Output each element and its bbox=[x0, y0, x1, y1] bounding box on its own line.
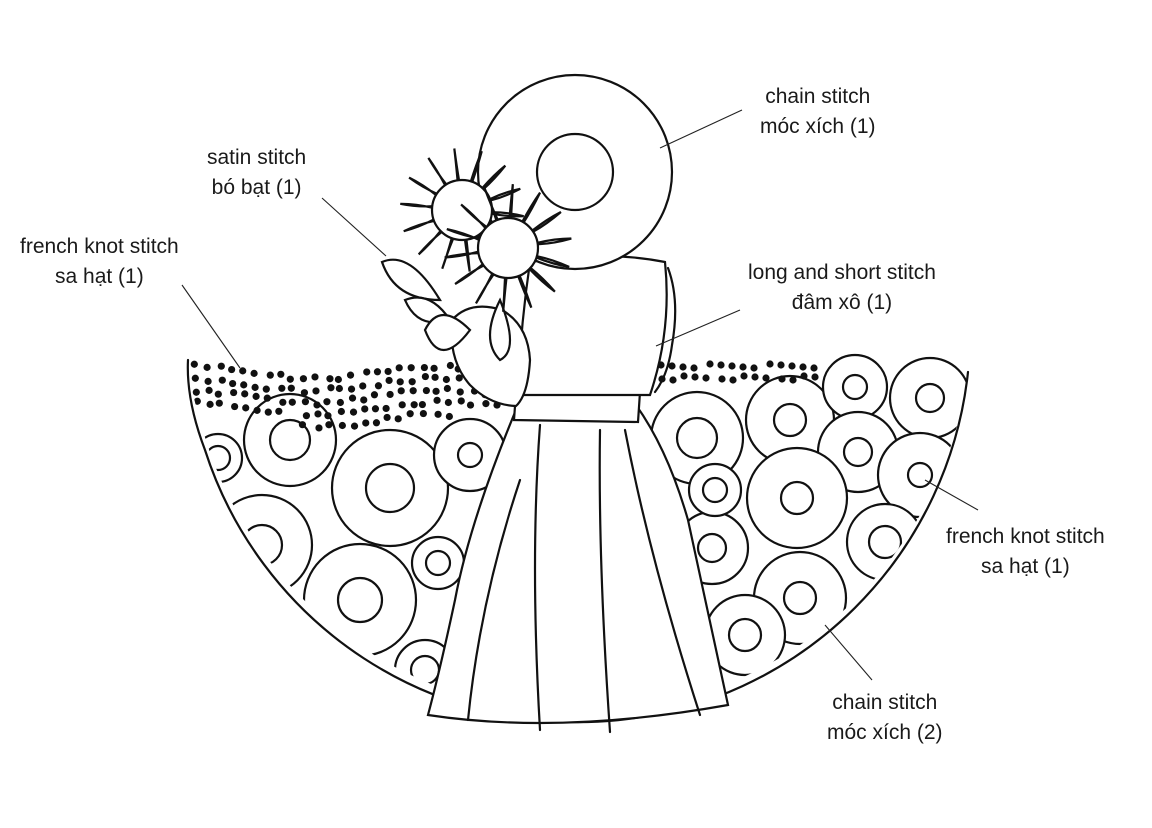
woman-figure bbox=[426, 73, 730, 734]
label-french-left-en: french knot stitch bbox=[20, 235, 179, 258]
label-french-knot-right: french knot stitch sa hạt (1) bbox=[946, 522, 1105, 582]
label-french-right-en: french knot stitch bbox=[946, 525, 1105, 548]
label-french-right-vi: sa hạt (1) bbox=[981, 555, 1070, 578]
label-chain-stitch-bottom: chain stitch móc xích (2) bbox=[827, 688, 943, 748]
label-long-short-en: long and short stitch bbox=[748, 261, 936, 284]
label-chain-top-vi: móc xích (1) bbox=[760, 115, 876, 138]
leader-lines bbox=[181, 109, 979, 681]
sunflower-bouquet bbox=[380, 148, 572, 362]
label-chain-bottom-vi: móc xích (2) bbox=[827, 721, 943, 744]
label-chain-bottom-en: chain stitch bbox=[832, 691, 938, 714]
label-french-left-vi: sa hạt (1) bbox=[55, 265, 144, 288]
label-chain-stitch-top: chain stitch móc xích (1) bbox=[760, 82, 876, 142]
label-chain-top-en: chain stitch bbox=[765, 85, 871, 108]
label-french-knot-left: french knot stitch sa hạt (1) bbox=[20, 232, 179, 292]
label-satin-stitch: satin stitch bó bạt (1) bbox=[207, 143, 306, 203]
label-satin-vi: bó bạt (1) bbox=[211, 176, 302, 199]
label-long-short-vi: đâm xô (1) bbox=[791, 291, 893, 314]
label-satin-en: satin stitch bbox=[207, 146, 307, 169]
label-long-short-stitch: long and short stitch đâm xô (1) bbox=[748, 258, 936, 318]
